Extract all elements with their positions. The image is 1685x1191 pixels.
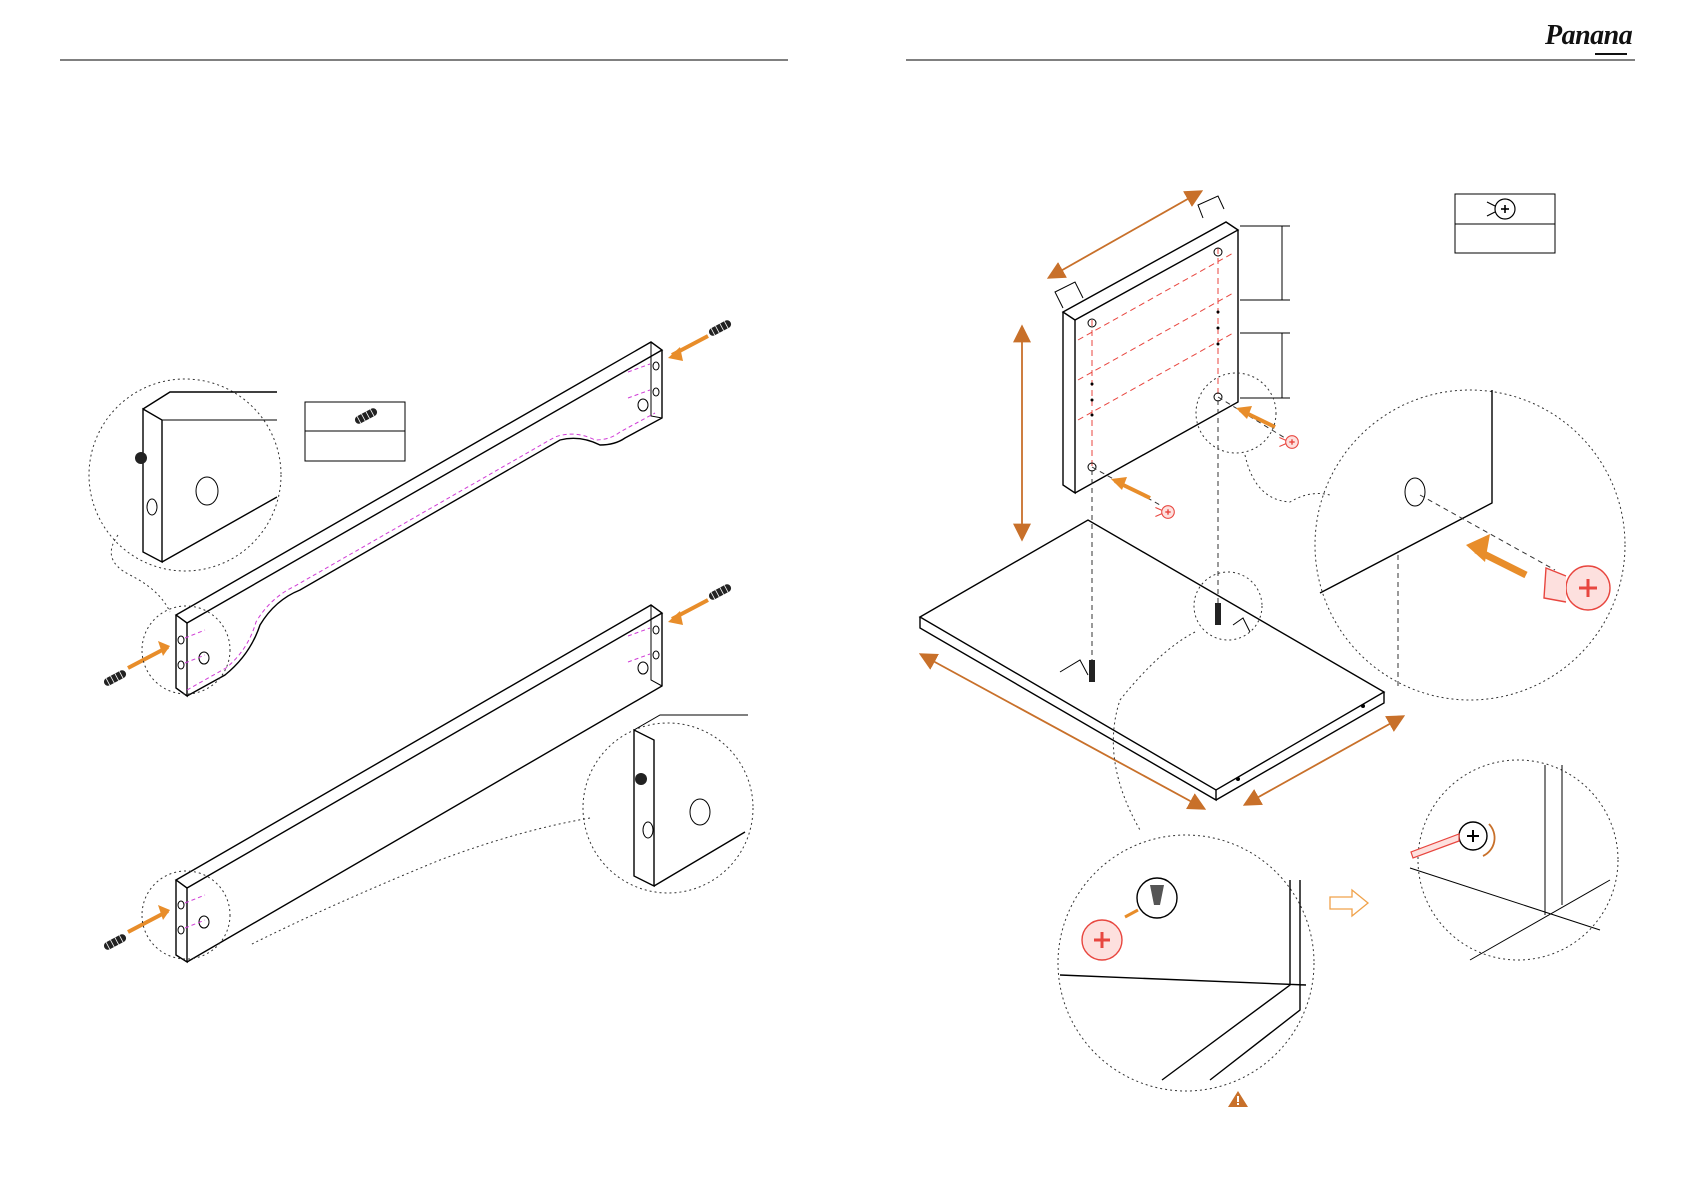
detail-marker-cam [1196,373,1276,453]
panel-dimensions [1022,192,1290,538]
detail-zoom-lower-rail [250,715,753,945]
dowel-icon [354,407,379,425]
lower-rail [176,605,662,962]
cam-lock-insertions-panel [1092,397,1298,518]
parts-table-cam-lock [1455,194,1555,253]
cam-lock-icon [1487,199,1515,219]
side-panel [1063,222,1238,493]
detail-zoom-cam-dowel [1058,835,1314,1091]
outline-arrow-icon [1330,890,1368,916]
parts-table-dowel [305,402,405,461]
warning-icon [1228,1091,1248,1107]
detail-zoom-tighten [1410,760,1618,960]
leader-cam [1245,455,1330,502]
detail-zoom-cam-insert [1315,390,1625,700]
bottom-board [920,400,1384,800]
